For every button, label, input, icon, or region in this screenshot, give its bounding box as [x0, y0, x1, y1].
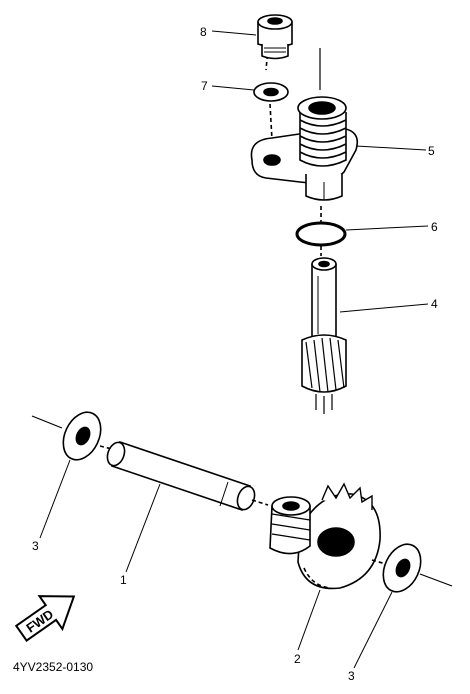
callout-3-left: 3 [32, 539, 39, 553]
callout-labels: 8 7 5 6 4 3 1 2 3 [32, 25, 438, 683]
part-7-washer [253, 82, 289, 141]
diagram-code: 4YV2352-0130 [13, 660, 93, 674]
part-2-drive-gear [269, 482, 381, 590]
part-3-washer-left [31, 411, 117, 461]
callout-5: 5 [428, 144, 435, 158]
part-1-shaft [106, 440, 269, 512]
part-5-housing [250, 48, 359, 201]
fwd-arrow: FWD [14, 595, 76, 642]
callout-3-right: 3 [348, 669, 355, 683]
callout-4: 4 [431, 297, 438, 311]
part-4-gear-shaft [301, 257, 347, 414]
part-6-o-ring [295, 206, 347, 256]
callout-6: 6 [431, 220, 438, 234]
callout-7: 7 [201, 79, 208, 93]
leader-lines [39, 30, 429, 669]
callout-8: 8 [200, 25, 207, 39]
callout-1: 1 [120, 573, 127, 587]
part-8-bolt [257, 14, 293, 71]
part-3-washer-right [371, 543, 453, 593]
callout-2: 2 [294, 652, 301, 666]
